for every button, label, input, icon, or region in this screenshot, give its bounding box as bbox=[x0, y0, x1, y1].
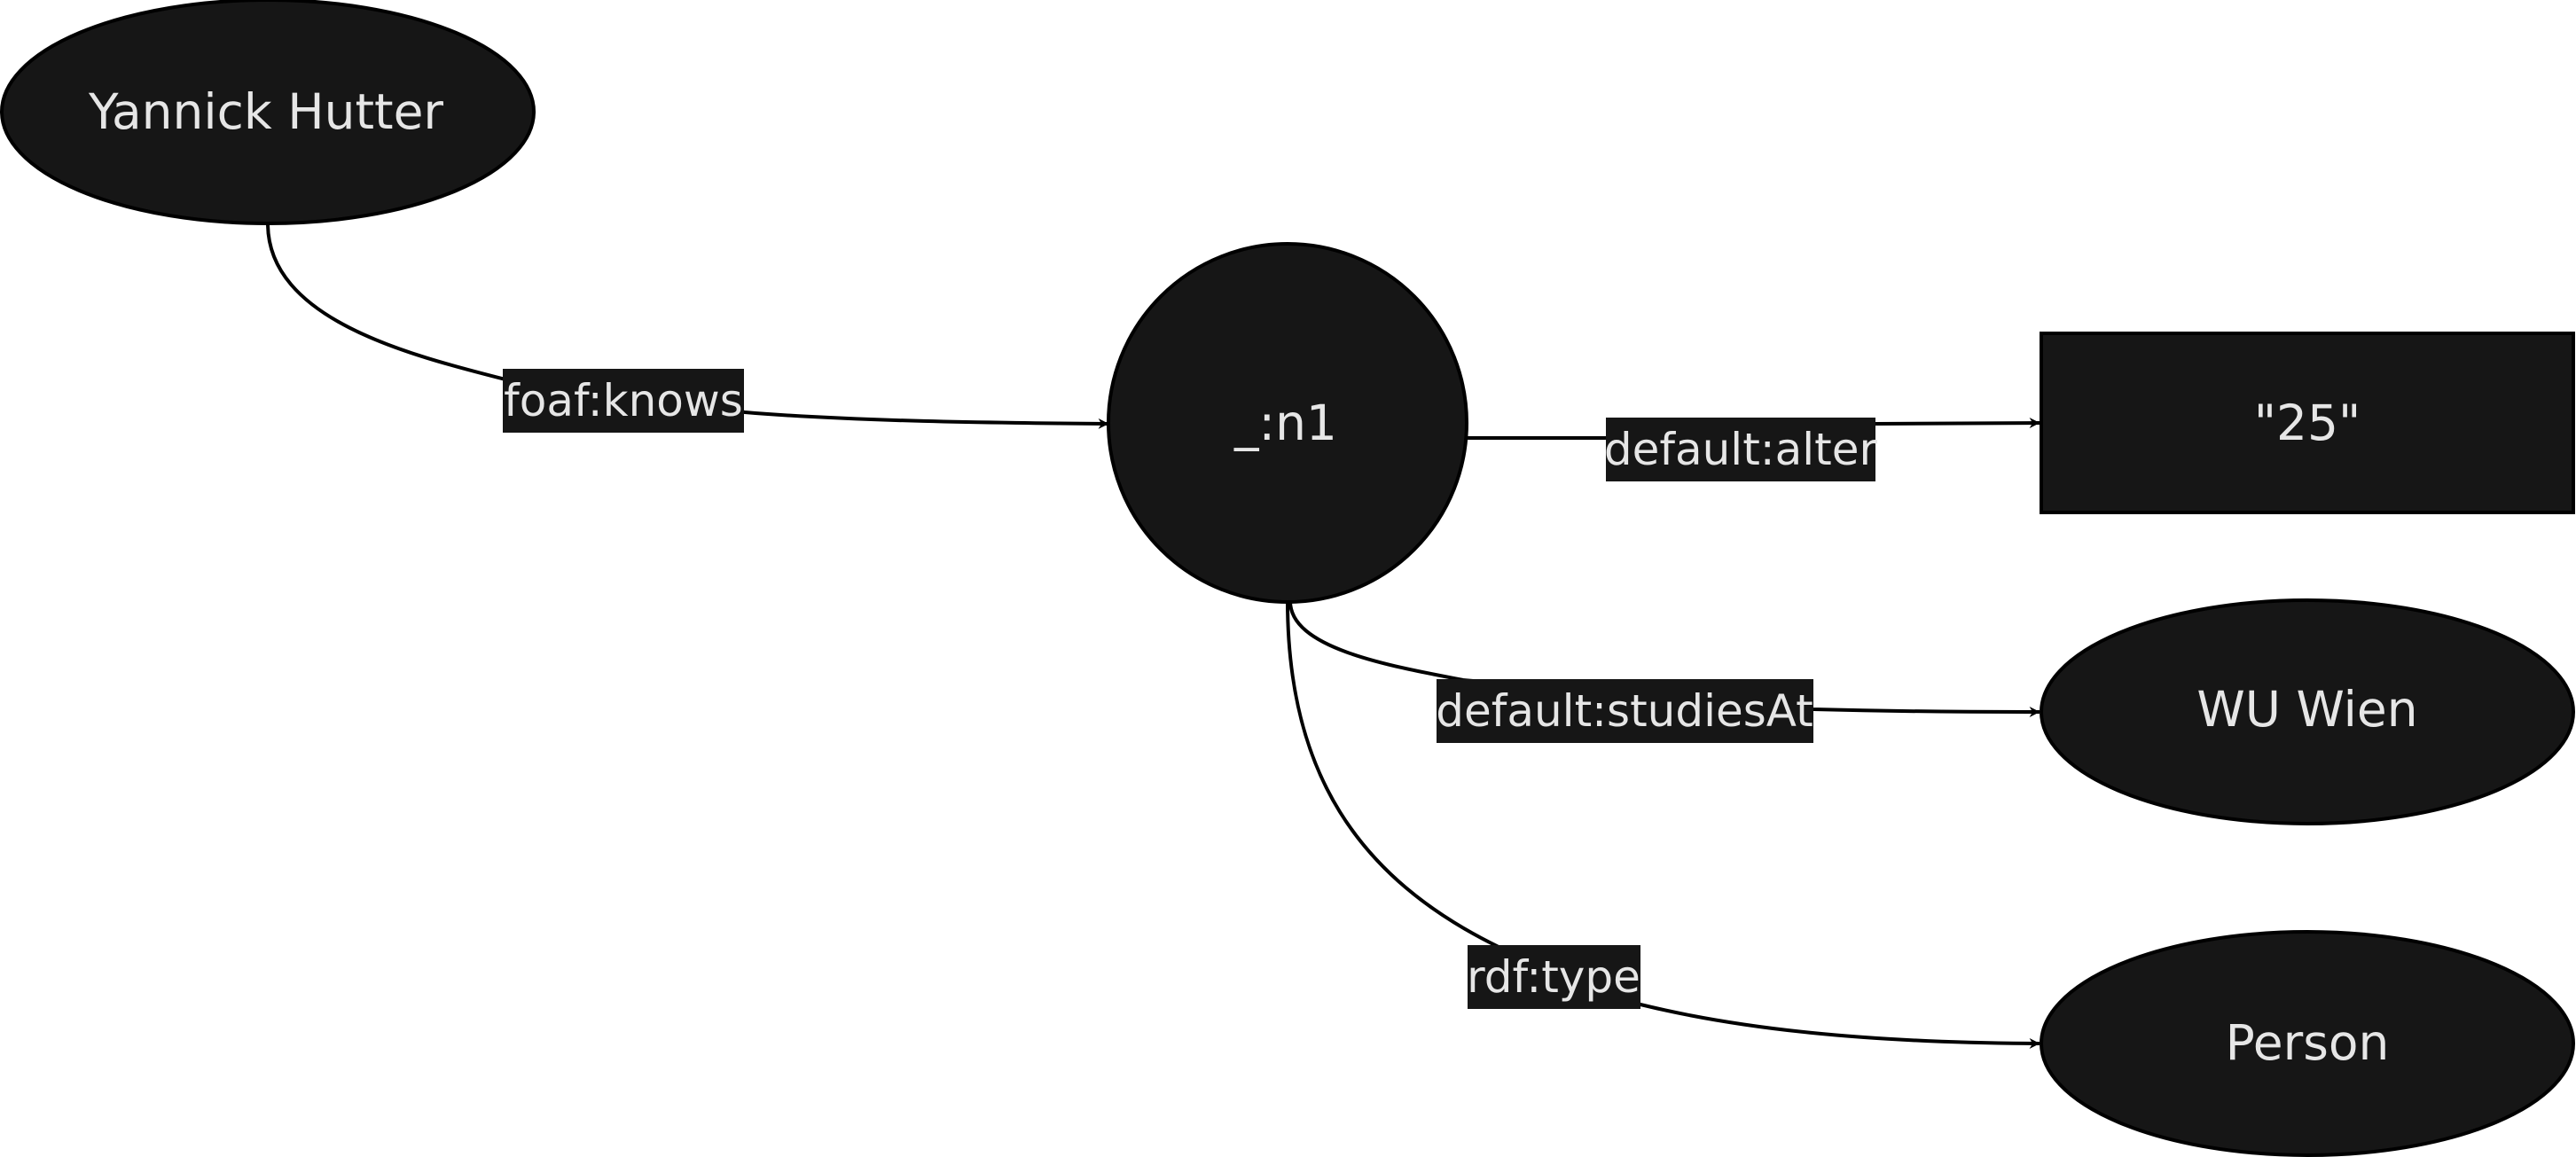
node-n1-shape bbox=[1107, 242, 1468, 604]
edge-default-alter-label-bg bbox=[1606, 418, 1875, 481]
edge-foaf-knows: foaf:knows bbox=[266, 223, 1109, 433]
edge-default-alter: default:alter bbox=[1468, 418, 2040, 481]
node-yannick-hutter-shape bbox=[0, 0, 536, 225]
node-alter-value-shape bbox=[2040, 332, 2575, 514]
edge-foaf-knows-label-bg bbox=[503, 369, 744, 433]
node-n1-label: _:n1 bbox=[1233, 395, 1337, 451]
node-wu-wien-shape bbox=[2040, 598, 2575, 825]
edge-default-alter-label: default:alter bbox=[1604, 424, 1878, 475]
edge-rdf-type: rdf:type bbox=[1286, 600, 2040, 1049]
node-person: Person bbox=[2040, 930, 2575, 1157]
edge-default-studiesat: default:studiesAt bbox=[1288, 600, 2040, 743]
node-person-shape bbox=[2040, 930, 2575, 1157]
node-yannick-hutter: Yannick Hutter bbox=[0, 0, 536, 225]
node-alter-value-label: "25" bbox=[2254, 395, 2361, 451]
edge-default-studiesat-label: default:studiesAt bbox=[1436, 685, 1813, 737]
node-alter-value: "25" bbox=[2040, 332, 2575, 514]
edge-foaf-knows-line bbox=[266, 223, 1109, 429]
node-yannick-hutter-label: Yannick Hutter bbox=[88, 83, 443, 140]
edge-default-studiesat-label-bg bbox=[1437, 679, 1813, 743]
edge-foaf-knows-label: foaf:knows bbox=[504, 375, 743, 426]
node-wu-wien-label: WU Wien bbox=[2196, 681, 2417, 738]
edge-rdf-type-label: rdf:type bbox=[1467, 951, 1640, 1003]
node-wu-wien: WU Wien bbox=[2040, 598, 2575, 825]
node-person-label: Person bbox=[2226, 1014, 2390, 1071]
edge-rdf-type-label-bg bbox=[1468, 945, 1640, 1009]
node-n1: _:n1 bbox=[1107, 242, 1468, 604]
